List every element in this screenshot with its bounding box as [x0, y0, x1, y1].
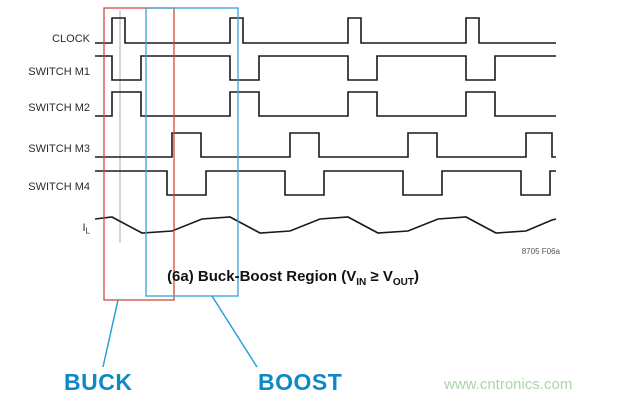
signal-label-switch-m4: SWITCH M4 [28, 181, 90, 193]
waveform-il [94, 216, 557, 234]
leader-line-boost [211, 295, 258, 368]
waveform-clock [95, 17, 556, 44]
region-box-boost [145, 7, 239, 297]
figure-reference: 8705 F06a [521, 247, 560, 256]
boost-region-label: BOOST [258, 369, 343, 395]
region-box-buck [103, 7, 175, 301]
caption-sub-vout: OUT [392, 277, 414, 288]
signal-label-switch-m3: SWITCH M3 [28, 143, 90, 155]
waveform-switch-m4 [95, 170, 556, 196]
signal-label-switch-m1: SWITCH M1 [28, 66, 90, 78]
caption-sub-vin: IN [356, 277, 367, 288]
watermark: www.cntronics.com [444, 376, 573, 393]
caption-text-prefix: (6a) Buck-Boost Region (V [167, 268, 357, 285]
signal-label-il: IL [82, 222, 90, 236]
waveform-switch-m3 [95, 132, 556, 158]
caption-text-mid: ≥ V [366, 268, 393, 285]
waveform-switch-m1 [95, 55, 556, 81]
caption-text-suffix: ) [413, 268, 419, 285]
waveform-switch-m2 [95, 91, 556, 117]
figure-caption: (6a) Buck-Boost Region (VIN ≥ VOUT) [118, 268, 468, 288]
leader-line-buck [102, 299, 119, 368]
signal-label-clock: CLOCK [52, 33, 91, 45]
buck-region-label: BUCK [64, 369, 133, 395]
signal-label-switch-m2: SWITCH M2 [28, 102, 90, 114]
